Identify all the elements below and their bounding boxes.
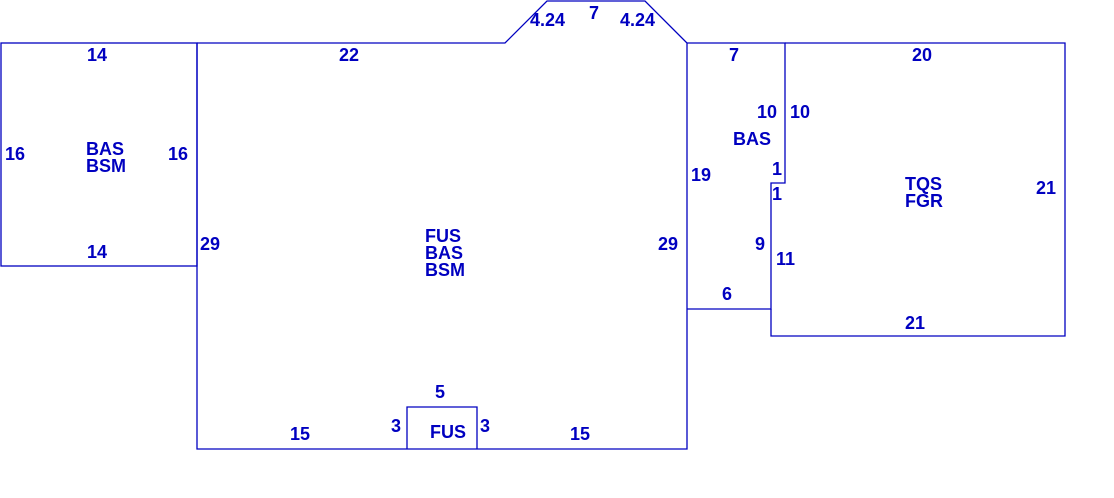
bump-out-label: FUS xyxy=(430,422,466,442)
dim-gar-jog: 1 xyxy=(772,184,782,204)
main-block-outline xyxy=(196,0,688,450)
main-block-label-1: FUS xyxy=(425,226,461,246)
dim-left-left: 16 xyxy=(5,144,25,164)
dim-bay-right: 4.24 xyxy=(620,10,655,30)
dim-main-bottom-left: 15 xyxy=(290,424,310,444)
dim-mid-inner-top: 10 xyxy=(757,102,777,122)
dim-bay-left: 4.24 xyxy=(530,10,565,30)
dim-mid-bottom: 6 xyxy=(722,284,732,304)
dim-mid-jog: 1 xyxy=(772,159,782,179)
dim-gar-bottom: 21 xyxy=(905,313,925,333)
main-block-label-3: BSM xyxy=(425,260,465,280)
dim-gar-left-top: 10 xyxy=(790,102,810,122)
dim-mid-top: 7 xyxy=(729,45,739,65)
dim-left-top: 14 xyxy=(87,45,107,65)
dim-bay-top: 7 xyxy=(589,3,599,23)
middle-room-label: BAS xyxy=(733,129,771,149)
garage-label-2: FGR xyxy=(905,191,943,211)
dim-bump-left: 3 xyxy=(391,416,401,436)
left-wing-label-1: BAS xyxy=(86,139,124,159)
dim-main-right: 29 xyxy=(658,234,678,254)
garage-outline xyxy=(770,42,1066,337)
dim-main-left: 29 xyxy=(200,234,220,254)
dim-mid-left: 19 xyxy=(691,165,711,185)
dim-mid-inner-lower: 9 xyxy=(755,234,765,254)
dim-bump-top: 5 xyxy=(435,382,445,402)
garage-label-1: TQS xyxy=(905,174,942,194)
middle-room-outline xyxy=(687,42,786,310)
dim-gar-right: 21 xyxy=(1036,178,1056,198)
left-wing-label-2: BSM xyxy=(86,156,126,176)
main-block-label-2: BAS xyxy=(425,243,463,263)
bump-out-outline xyxy=(406,406,478,449)
dim-bump-right: 3 xyxy=(480,416,490,436)
dim-gar-left-lower: 11 xyxy=(776,249,795,269)
dim-main-bottom-right: 15 xyxy=(570,424,590,444)
dim-left-right: 16 xyxy=(168,144,188,164)
dim-gar-top: 20 xyxy=(912,45,932,65)
dim-left-bottom: 14 xyxy=(87,242,107,262)
dim-main-top: 22 xyxy=(339,45,359,65)
